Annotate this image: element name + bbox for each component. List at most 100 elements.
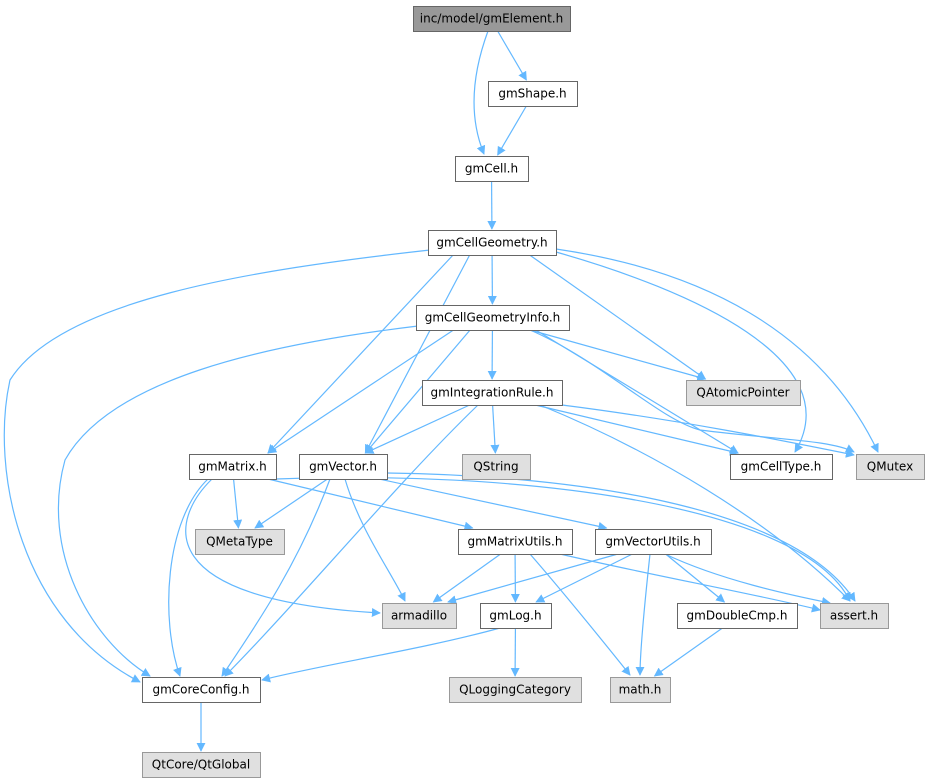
node-QtGlobal: QtCore/QtGlobal bbox=[142, 752, 261, 778]
node-gmCellType[interactable]: gmCellType.h bbox=[730, 454, 833, 480]
node-assert: assert.h bbox=[820, 603, 889, 629]
node-box bbox=[462, 454, 531, 480]
node-box bbox=[142, 752, 261, 778]
node-box bbox=[458, 529, 573, 555]
node-label: gmMatrixUtils.h bbox=[468, 535, 563, 549]
node-label: gmCellGeometryInfo.h bbox=[425, 311, 561, 325]
edge-gmVector-to-QMetaType bbox=[254, 478, 328, 529]
node-gmCoreConfig[interactable]: gmCoreConfig.h bbox=[142, 677, 261, 703]
node-math: math.h bbox=[610, 677, 671, 703]
node-box bbox=[416, 305, 570, 331]
node-box bbox=[449, 677, 582, 703]
edge-gmIntegrationRule-to-QMutex bbox=[561, 404, 855, 458]
node-label: math.h bbox=[619, 683, 662, 697]
node-QAtomicPointer: QAtomicPointer bbox=[686, 380, 801, 406]
node-gmCellGeometry[interactable]: gmCellGeometry.h bbox=[428, 230, 557, 256]
node-label: QLoggingCategory bbox=[459, 683, 571, 697]
edge-gmCellGeometry-to-gmCellType bbox=[555, 251, 807, 453]
node-gmMatrixUtils[interactable]: gmMatrixUtils.h bbox=[458, 529, 573, 555]
node-gmLog[interactable]: gmLog.h bbox=[480, 603, 552, 629]
node-label: inc/model/gmElement.h bbox=[420, 12, 563, 26]
edge-gmCellGeometryInfo-to-gmMatrix bbox=[267, 329, 454, 454]
node-box bbox=[488, 81, 578, 107]
node-box bbox=[455, 156, 529, 182]
node-gmCell[interactable]: gmCell.h bbox=[455, 156, 529, 182]
node-label: QMetaType bbox=[206, 535, 273, 549]
node-QMutex: QMutex bbox=[856, 454, 925, 480]
node-gmDoubleCmp[interactable]: gmDoubleCmp.h bbox=[677, 603, 798, 629]
node-QString: QString bbox=[462, 454, 531, 480]
edge-gmIntegrationRule-to-gmVector bbox=[364, 404, 470, 454]
node-gmMatrix[interactable]: gmMatrix.h bbox=[189, 454, 277, 480]
edge-gmVectorUtils-to-math bbox=[635, 553, 651, 676]
edge-gmCellGeometryInfo-to-QMutex bbox=[529, 329, 855, 453]
edge-gmElement-to-gmCell bbox=[473, 30, 489, 155]
edge-gmCellGeometryInfo-to-QAtomicPointer bbox=[529, 329, 707, 382]
node-armadillo: armadillo bbox=[382, 603, 457, 629]
node-label: QAtomicPointer bbox=[696, 386, 789, 400]
node-box bbox=[422, 380, 563, 406]
edge-gmVectorUtils-to-gmLog bbox=[535, 553, 633, 603]
edge-gmIntegrationRule-to-gmCoreConfig bbox=[224, 404, 479, 677]
node-gmVectorUtils[interactable]: gmVectorUtils.h bbox=[595, 529, 712, 555]
node-box bbox=[820, 603, 889, 629]
edge-gmVector-to-gmCoreConfig bbox=[221, 478, 331, 677]
edge-gmCellGeometry-to-gmMatrix bbox=[267, 254, 454, 454]
node-label: armadillo bbox=[391, 609, 447, 623]
node-label: gmLog.h bbox=[489, 609, 541, 623]
node-label: gmCoreConfig.h bbox=[152, 683, 249, 697]
node-label: gmCell.h bbox=[465, 162, 518, 176]
edge-gmIntegrationRule-to-QString bbox=[490, 404, 500, 454]
node-gmElement[interactable]: inc/model/gmElement.h bbox=[413, 6, 571, 32]
edge-gmCellGeometryInfo-to-gmCoreConfig bbox=[57, 325, 419, 677]
edge-gmMatrixUtils-to-armadillo bbox=[432, 553, 501, 603]
edge-gmVector-to-assert bbox=[386, 472, 856, 602]
edge-gmCellGeometryInfo-to-gmVector bbox=[364, 329, 471, 454]
edge-gmMatrix-to-gmCoreConfig bbox=[168, 478, 209, 677]
edge-gmVector-to-armadillo bbox=[344, 478, 406, 602]
edge-gmMatrix-to-armadillo bbox=[185, 478, 381, 618]
node-box bbox=[189, 454, 277, 480]
edge-gmCellGeometry-to-QAtomicPointer bbox=[529, 254, 707, 380]
edge-gmDoubleCmp-to-math bbox=[653, 627, 723, 677]
node-label: QString bbox=[473, 460, 518, 474]
edge-gmMatrix-to-QMetaType bbox=[232, 478, 243, 529]
node-label: gmShape.h bbox=[498, 87, 566, 101]
node-box bbox=[195, 529, 285, 555]
node-label: gmIntegrationRule.h bbox=[431, 386, 554, 400]
edge-gmVector-to-gmVectorUtils bbox=[378, 478, 608, 531]
edge-gmIntegrationRule-to-assert bbox=[539, 404, 851, 602]
node-gmVector[interactable]: gmVector.h bbox=[299, 454, 388, 480]
node-label: gmMatrix.h bbox=[198, 460, 267, 474]
node-gmCellGeometryInfo[interactable]: gmCellGeometryInfo.h bbox=[416, 305, 570, 331]
node-box bbox=[480, 603, 552, 629]
node-label: gmVectorUtils.h bbox=[605, 535, 700, 549]
node-label: QtCore/QtGlobal bbox=[152, 758, 250, 772]
node-box bbox=[142, 677, 261, 703]
node-QMetaType: QMetaType bbox=[195, 529, 285, 555]
node-box bbox=[299, 454, 388, 480]
edge-gmMatrix-to-gmMatrixUtils bbox=[267, 478, 474, 531]
node-label: gmCellGeometry.h bbox=[436, 236, 547, 250]
node-box bbox=[686, 380, 801, 406]
node-label: gmCellType.h bbox=[741, 460, 822, 474]
node-box bbox=[856, 454, 925, 480]
node-box bbox=[428, 230, 557, 256]
node-gmIntegrationRule[interactable]: gmIntegrationRule.h bbox=[422, 380, 563, 406]
edge-gmMatrixUtils-to-math bbox=[529, 553, 631, 676]
edge-gmLog-to-gmCoreConfig bbox=[261, 627, 501, 683]
node-label: QMutex bbox=[867, 460, 913, 474]
edge-gmMatrixUtils-to-assert bbox=[559, 553, 821, 613]
edge-gmElement-to-gmShape bbox=[497, 30, 527, 81]
node-label: gmVector.h bbox=[309, 460, 377, 474]
node-QLoggingCategory: QLoggingCategory bbox=[449, 677, 582, 703]
node-box bbox=[730, 454, 833, 480]
node-gmShape[interactable]: gmShape.h bbox=[488, 81, 578, 107]
edge-gmVectorUtils-to-armadillo bbox=[447, 553, 619, 605]
edge-gmCellGeometry-to-QMutex bbox=[555, 248, 879, 453]
edge-gmVectorUtils-to-gmDoubleCmp bbox=[665, 553, 726, 603]
node-label: assert.h bbox=[830, 609, 878, 623]
node-box bbox=[595, 529, 712, 555]
edge-gmIntegrationRule-to-gmCellType bbox=[535, 404, 739, 456]
